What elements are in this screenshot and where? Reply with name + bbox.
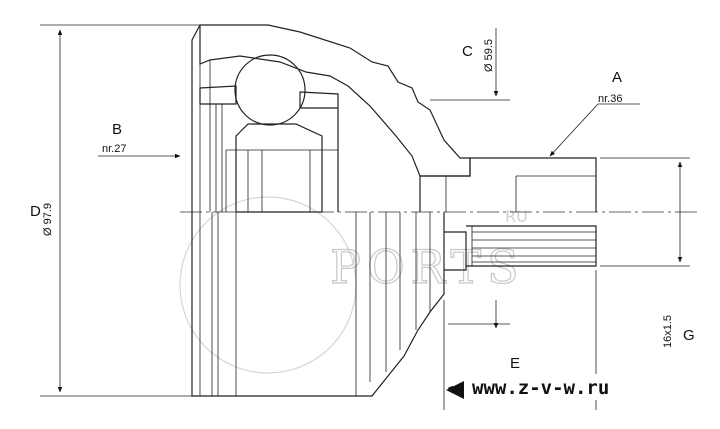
dimension-e-letter: E [510,355,520,372]
website-arrow-icon [446,381,464,399]
dimension-a-note: nr.36 [598,93,622,105]
dimension-g-value: 16x1.5 [662,315,674,348]
bell-outer-lower [191,212,445,397]
ball-icon [234,54,306,126]
dimension-d: D Ø 97.9 [30,24,200,397]
housing-section-hatched [199,24,471,177]
cage-right [299,91,339,109]
spline-lines [471,226,596,266]
upper-section-view [191,24,597,213]
website-bg [464,374,714,400]
dimension-c-value: Ø 59.5 [483,39,495,72]
bell-left-face [191,24,201,212]
dimension-b-letter: B [112,121,122,138]
cage-upper [199,85,237,105]
dimension-g: G 16x1.5 [600,157,695,348]
lower-outside-view [191,212,597,397]
dimension-c: C Ø 59.5 [430,28,510,329]
watermark: PORTS RU [179,196,528,374]
dimension-a-letter: A [612,69,622,86]
dimension-d-letter: D [30,203,41,220]
watermark-text: PORTS [330,240,525,294]
spline-shaft [466,225,597,267]
website-url[interactable]: www.z-v-w.ru [472,377,609,399]
dimension-d-value: Ø 97.9 [42,203,54,236]
website-banner: www.z-v-w.ru [446,374,714,400]
dimension-b-note: nr.27 [102,143,126,155]
dimension-a: A nr.36 [549,69,640,157]
watermark-subtext: RU [505,207,528,226]
dimension-c-letter: C [462,43,473,60]
dimension-g-letter: G [683,327,695,344]
dimension-b: B nr.27 [98,121,181,159]
